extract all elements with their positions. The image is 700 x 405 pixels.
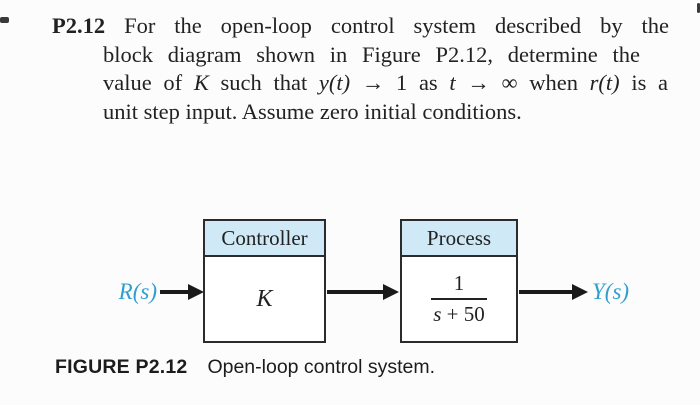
problem-line: value of K such that y(t) → 1 as t → ∞ w… xyxy=(103,70,669,95)
process-block: Process 1 s + 50 xyxy=(400,219,518,343)
mid-arrow xyxy=(327,283,399,301)
problem-line: block diagram shown in Figure P2.12, det… xyxy=(103,41,640,67)
arrowhead-icon xyxy=(383,284,399,300)
scan-artifact xyxy=(0,17,9,23)
math-var-yt: y(t) xyxy=(318,70,351,95)
math-var-K: K xyxy=(193,70,209,95)
process-block-title: Process xyxy=(402,221,516,257)
arrow-shaft xyxy=(160,290,188,294)
scan-artifact xyxy=(697,3,700,13)
problem-text: For the open-loop control system describ… xyxy=(124,13,670,38)
arrowhead-icon xyxy=(188,284,204,300)
output-arrow xyxy=(519,283,588,301)
math-var-rt: r(t) xyxy=(589,70,620,95)
output-signal-label: Y(s) xyxy=(592,279,630,304)
controller-block-title: Controller xyxy=(205,221,324,257)
problem-number: P2.12 xyxy=(52,13,106,38)
fraction-bar xyxy=(431,298,487,300)
process-block-body: 1 s + 50 xyxy=(402,257,516,341)
problem-line: unit step input. Assume zero initial con… xyxy=(103,98,522,124)
transfer-function-numerator: 1 xyxy=(453,271,465,295)
controller-block-body: K xyxy=(205,257,324,341)
arrow-shaft xyxy=(519,290,572,294)
figure-caption: FIGURE P2.12 Open-loop control system. xyxy=(55,356,435,379)
transfer-function-denominator: s + 50 xyxy=(433,302,485,326)
input-signal-label: R(s) xyxy=(118,279,157,304)
arrow-shaft xyxy=(327,290,383,294)
input-arrow xyxy=(160,283,204,301)
controller-block: Controller K xyxy=(203,219,326,343)
problem-statement: P2.12 For the open-loop control system d… xyxy=(52,12,672,126)
problem-line: P2.12 For the open-loop control system d… xyxy=(52,12,669,41)
controller-gain: K xyxy=(256,285,273,312)
transfer-function: 1 s + 50 xyxy=(431,272,487,326)
figure-caption-label: FIGURE P2.12 xyxy=(55,356,188,378)
math-var-t: t xyxy=(449,70,456,95)
figure-caption-text: Open-loop control system. xyxy=(207,356,436,378)
arrowhead-icon xyxy=(572,284,588,300)
